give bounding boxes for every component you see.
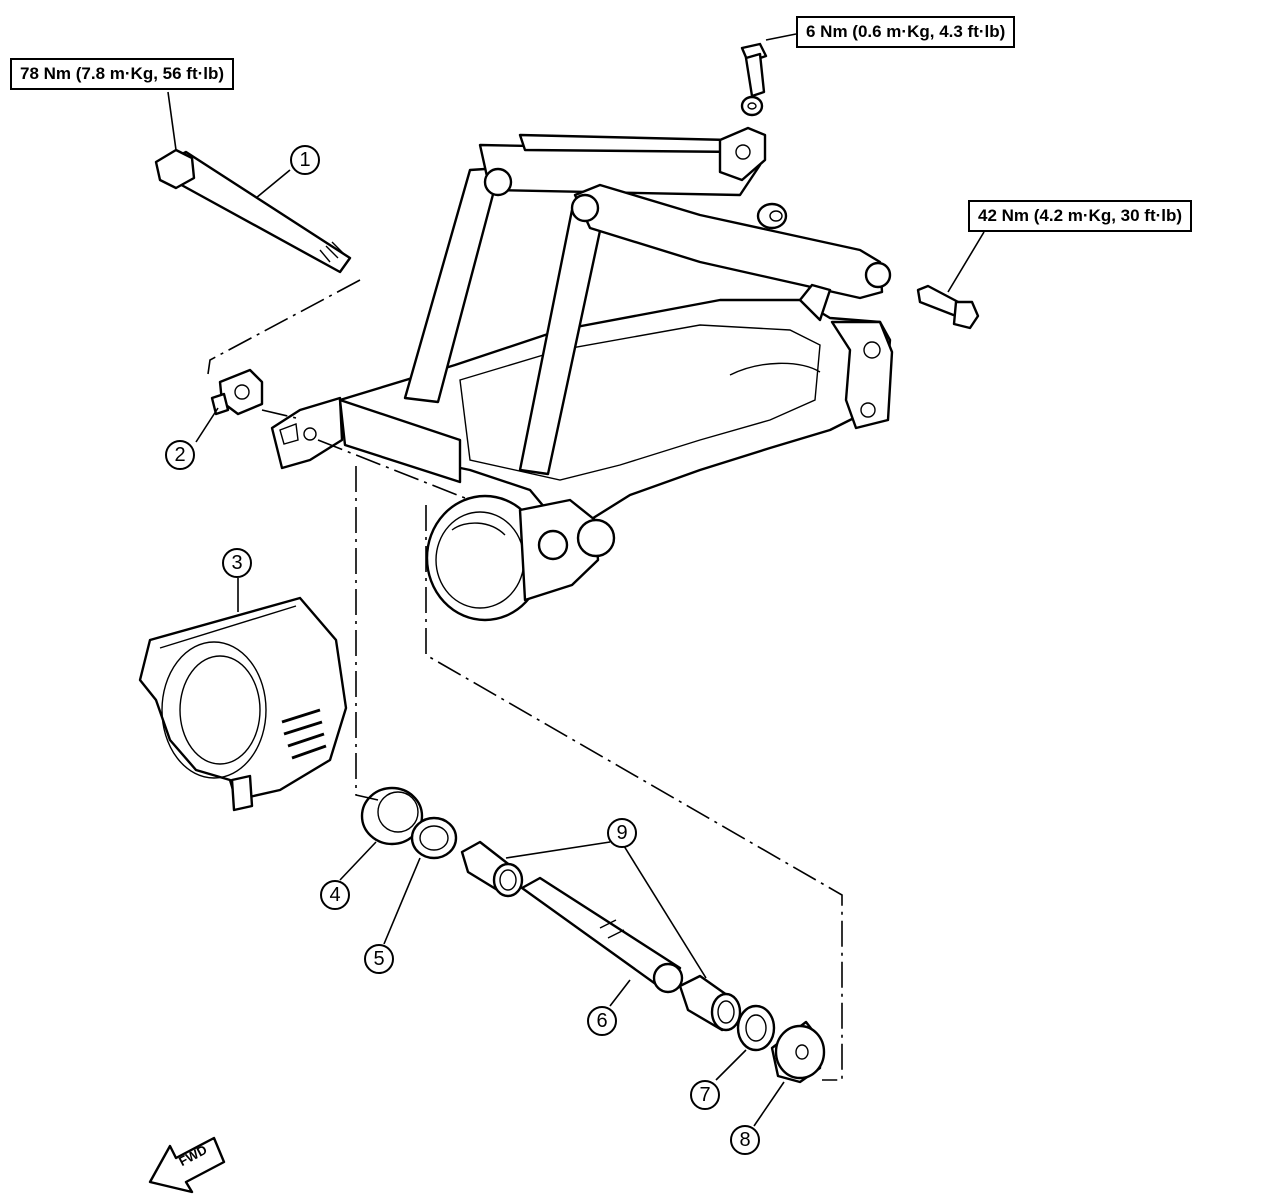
bushing-lower-part-9 bbox=[678, 974, 742, 1032]
frame-bolt bbox=[916, 284, 980, 330]
sleeve bbox=[756, 202, 788, 230]
pivot-bolt-part-1 bbox=[154, 148, 352, 274]
callout-1: 1 bbox=[290, 145, 320, 175]
callout-7: 7 bbox=[690, 1080, 720, 1110]
collar-part-6 bbox=[520, 876, 684, 994]
assembly-lines bbox=[207, 279, 843, 1081]
bearing-part-4 bbox=[360, 786, 424, 846]
callout-6: 6 bbox=[587, 1006, 617, 1036]
small-bolt bbox=[740, 42, 768, 117]
washer-part-5 bbox=[410, 816, 458, 860]
pivot-bolt-torque-label: 78 Nm (7.8 m·Kg, 56 ft·lb) bbox=[10, 58, 235, 90]
cover-part-3 bbox=[138, 596, 348, 812]
washer-part-7 bbox=[736, 1004, 776, 1052]
callout-8: 8 bbox=[730, 1125, 760, 1155]
callout-3: 3 bbox=[222, 548, 252, 578]
drive-housing bbox=[425, 494, 616, 622]
fwd-arrow bbox=[148, 1136, 226, 1194]
callout-5: 5 bbox=[364, 944, 394, 974]
callout-9: 9 bbox=[607, 818, 637, 848]
nut-plate-part-2 bbox=[210, 368, 264, 416]
swingarm bbox=[270, 126, 894, 522]
frame-bolt-torque-label: 42 Nm (4.2 m·Kg, 30 ft·lb) bbox=[968, 200, 1193, 232]
cap-part-8 bbox=[770, 1020, 826, 1084]
leader-lines bbox=[167, 33, 985, 1127]
small-bolt-torque-label: 6 Nm (0.6 m·Kg, 4.3 ft·lb) bbox=[796, 16, 1016, 48]
callout-2: 2 bbox=[165, 440, 195, 470]
callout-4: 4 bbox=[320, 880, 350, 910]
bushing-upper-part-9 bbox=[460, 840, 524, 898]
